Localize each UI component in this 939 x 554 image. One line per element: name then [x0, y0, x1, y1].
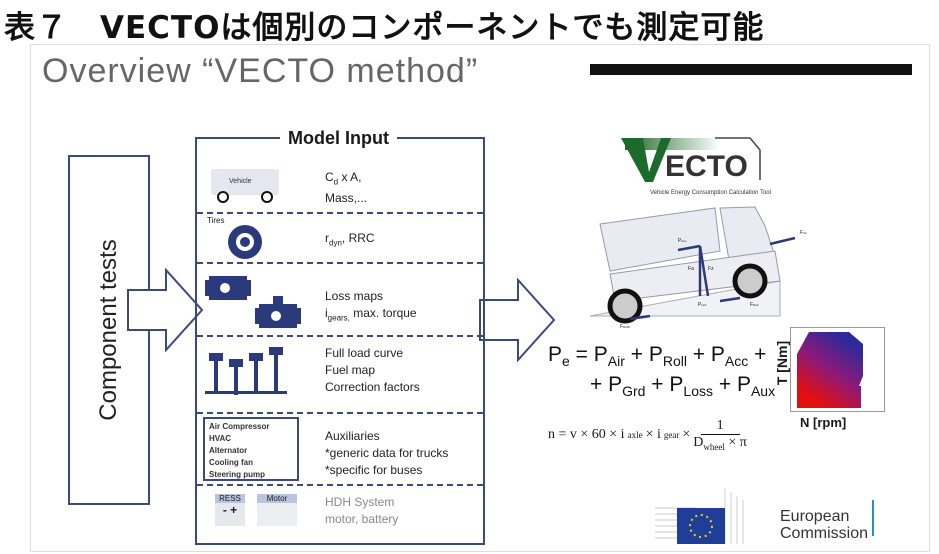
model-row-tires: Tires rdyn, RRC	[197, 214, 483, 264]
fuel-map-heatmap	[797, 332, 863, 408]
power-equation: Pe = PAir + PRoll + PAcc + + PGrd + PLos…	[548, 343, 776, 400]
x-axis-label: N [rpm]	[800, 415, 847, 430]
y-axis-label: T [Nm]	[774, 340, 791, 386]
svg-text:Fz: Fz	[708, 266, 714, 272]
svg-text:PGrd: PGrd	[698, 302, 707, 308]
vecto-logo-text: ECTO	[665, 150, 748, 183]
row-text: Cd x A,Mass,...	[325, 170, 368, 206]
van-icon	[211, 169, 279, 203]
vecto-logo-subtitle: Vehicle Energy Consumption Calculation T…	[650, 190, 771, 196]
vecto-logo-graphic	[621, 137, 761, 182]
eu-commission-logo	[655, 488, 744, 544]
page-title: 表７ VECTOは個別のコンポーネントでも測定可能	[4, 10, 765, 46]
svg-text:FRollC: FRollC	[620, 324, 631, 330]
engine-map-chart	[790, 327, 885, 412]
battery-icon: RESS- +	[215, 494, 245, 526]
tires-label: Tires	[207, 216, 225, 225]
model-input-title: Model Input	[280, 128, 397, 149]
logo-divider	[872, 500, 874, 536]
row-text: rdyn, RRC	[325, 231, 375, 248]
svg-text:FAir: FAir	[800, 230, 807, 236]
svg-text:PAcc: PAcc	[678, 238, 687, 244]
header-bar	[590, 64, 912, 75]
row-text: Auxiliaries*generic data for trucks*spec…	[325, 429, 449, 477]
arrow-right-icon	[127, 268, 204, 352]
motor-icon: Motor	[257, 494, 297, 526]
vehicle-label: Vehicle	[229, 178, 252, 185]
model-row-vehicle: Vehicle Cd x A,Mass,...	[197, 139, 483, 214]
model-input-panel: Vehicle Cd x A,Mass,... Tires rdyn, RRC …	[195, 137, 485, 545]
engine-gear-icon	[205, 276, 301, 328]
tire-icon	[228, 225, 262, 259]
pistons-icon	[205, 347, 287, 395]
svg-text:Fa: Fa	[688, 266, 694, 272]
svg-text:FRoll: FRoll	[750, 302, 759, 308]
arrow-right-icon	[479, 278, 556, 362]
component-tests-label: Component tests	[95, 239, 122, 421]
slide-heading: Overview “VECTO method”	[42, 52, 479, 90]
